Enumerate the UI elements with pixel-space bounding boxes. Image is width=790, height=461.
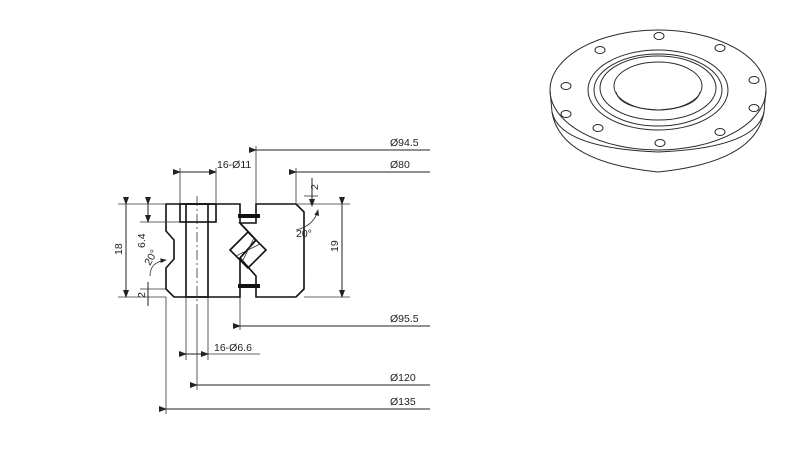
- label-d80: Ø80: [390, 159, 410, 171]
- label-angle-20-left: 20°: [142, 248, 160, 268]
- seal-bottom: [238, 284, 260, 288]
- isometric-bearing-view: [549, 29, 767, 173]
- label-holes-6-6: 16-Ø6.6: [214, 342, 252, 354]
- label-d95-5: Ø95.5: [390, 313, 419, 325]
- label-depth-6-4: 6.4: [136, 233, 148, 248]
- label-d120: Ø120: [390, 372, 416, 384]
- label-angle-20-right: 20°: [296, 228, 312, 240]
- dimension-lines: [118, 146, 430, 414]
- label-chamfer-2-left: 2: [136, 292, 148, 298]
- label-d94-5: Ø94.5: [390, 137, 419, 149]
- cross-section: [165, 196, 305, 305]
- dimension-labels: Ø94.5 Ø80 16-Ø11 2 20° 19 18 6.4 20° 2 Ø…: [113, 137, 419, 408]
- label-height-18: 18: [113, 243, 125, 255]
- label-holes-11: 16-Ø11: [217, 159, 251, 171]
- seal-top: [238, 214, 260, 218]
- label-chamfer-2-right: 2: [309, 184, 321, 190]
- counterbore-11: [179, 203, 217, 223]
- label-d135: Ø135: [390, 396, 416, 408]
- label-height-19: 19: [329, 240, 341, 252]
